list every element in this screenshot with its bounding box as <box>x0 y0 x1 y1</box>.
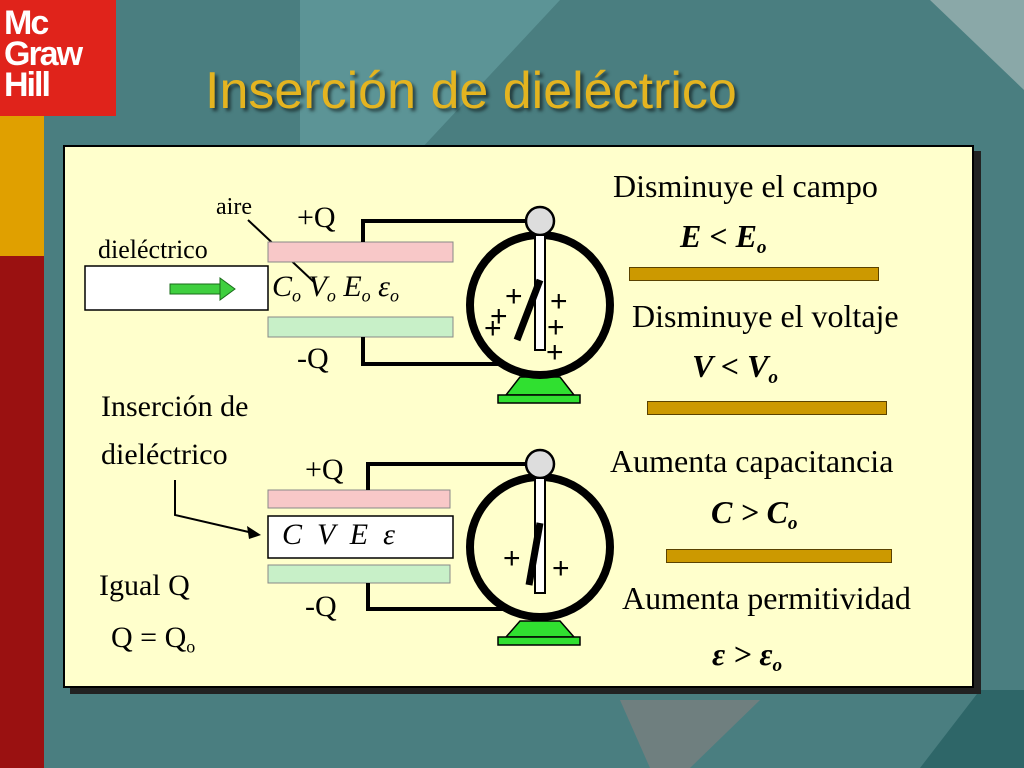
charge-plus: + <box>550 285 568 318</box>
initial-symbols: Co Vo Eo εo <box>272 270 399 306</box>
charge-plus: + <box>552 552 570 585</box>
divider-bar <box>666 549 892 563</box>
bottom-wire-positive <box>366 462 540 490</box>
mcgraw-hill-logo: Mc Graw Hill <box>0 0 116 116</box>
charge-plus: + <box>547 311 565 344</box>
label-dielectrico: dieléctrico <box>98 235 208 264</box>
charge-bottom-negative: -Q <box>305 590 337 623</box>
statement-voltaje: Disminuye el voltaje <box>632 298 899 334</box>
slide-title: Inserción de dieléctrico <box>205 62 737 120</box>
label-igual-q: Igual Q <box>99 569 190 602</box>
charge-plus: + <box>503 542 521 575</box>
top-wire-positive <box>361 219 540 242</box>
bottom-plate-positive <box>267 489 451 509</box>
charge-bottom-positive: +Q <box>305 453 344 486</box>
insertion-pointer <box>174 480 254 534</box>
logo-line-1: Mc <box>4 4 49 42</box>
charge-plus: + <box>546 336 564 369</box>
label-aire: aire <box>216 194 252 220</box>
bottom-wire-negative <box>366 583 503 611</box>
label-insercion-dielectrico: dieléctrico <box>101 438 228 471</box>
inserted-dielectric <box>267 515 454 559</box>
divider-bar <box>647 401 887 415</box>
formula-permitividad: ε > εo <box>712 636 783 676</box>
label-q-equality: Q = Qo <box>111 621 196 657</box>
insert-arrow <box>169 277 236 301</box>
electroscope-bottom <box>466 448 614 646</box>
charge-plus: + <box>490 300 508 333</box>
charge-plus: + <box>484 312 502 345</box>
label-insercion: Inserción de <box>101 390 249 423</box>
logo-line-3: Hill <box>4 66 51 104</box>
top-wire-negative <box>361 337 503 366</box>
statement-campo: Disminuye el campo <box>613 168 878 204</box>
formula-capacitancia: C > Co <box>711 494 798 534</box>
charge-top-positive: +Q <box>297 201 336 234</box>
charge-plus: + <box>505 280 523 313</box>
charge-top-negative: -Q <box>297 342 329 375</box>
top-plate-negative <box>267 316 454 338</box>
top-plate-positive <box>267 241 454 263</box>
logo-line-2: Graw <box>4 35 83 73</box>
bottom-plate-negative <box>267 564 451 584</box>
formula-voltaje: V < Vo <box>692 348 778 388</box>
divider-bar <box>629 267 879 281</box>
capacitor-diagram <box>84 205 614 646</box>
statement-capacitancia: Aumenta capacitancia <box>610 443 894 479</box>
electroscope-top <box>466 205 614 404</box>
formula-campo: E < Eo <box>680 218 767 258</box>
final-symbols: C V E ε <box>282 518 395 551</box>
statement-permitividad: Aumenta permitividad <box>622 580 911 616</box>
